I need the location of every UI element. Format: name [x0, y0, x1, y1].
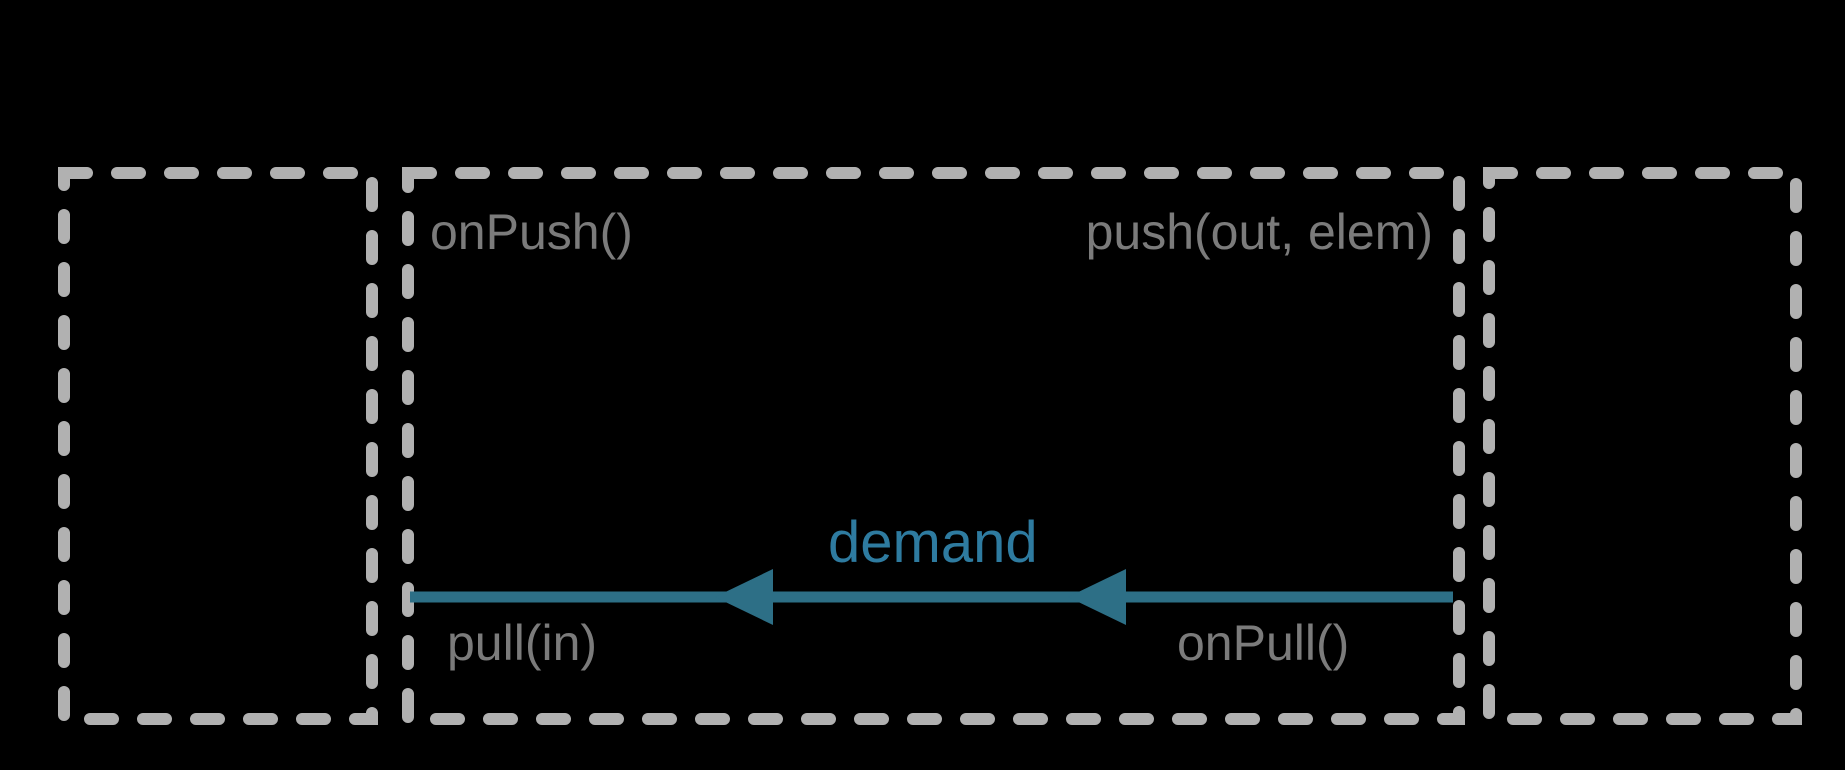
- arrowhead-left-icon: [715, 569, 773, 625]
- onpush-label: onPush(): [430, 204, 633, 260]
- arrowhead-mid-icon: [1068, 569, 1126, 625]
- pull-label: pull(in): [447, 615, 598, 671]
- upstream-box: [58, 167, 378, 725]
- stage-box: [402, 167, 1465, 725]
- push-label: push(out, elem): [1085, 204, 1433, 260]
- downstream-box: [1483, 167, 1802, 725]
- onpull-label: onPull(): [1177, 615, 1350, 671]
- demand-label: demand: [828, 510, 1038, 575]
